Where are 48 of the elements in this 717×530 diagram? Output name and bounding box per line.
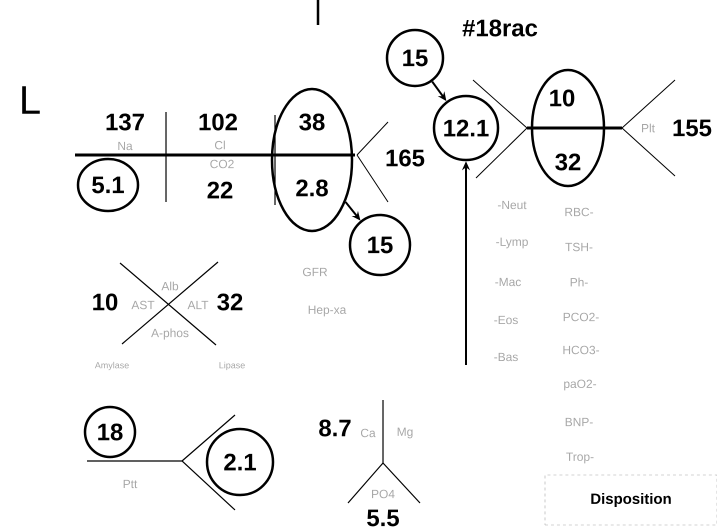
circled-value: 38 2.8 [270, 88, 354, 232]
lab-value: #18rac [462, 20, 538, 36]
lab-name: PCO2- [564, 312, 599, 322]
lab-value: 8.7 [319, 420, 351, 436]
lab-name: A-phos [151, 328, 188, 340]
lab-name: Trop- [566, 452, 594, 464]
lab-name: GFR [302, 268, 328, 276]
circled-value: 15 [348, 214, 412, 276]
lab-value: 32 [217, 294, 242, 310]
circled-value: 5.1 [76, 158, 140, 212]
circled-value: 15 [386, 28, 444, 88]
lab-value: 137 [106, 114, 144, 130]
circled-value: 10 32 [530, 68, 606, 188]
lab-name: -Mac [495, 278, 521, 286]
lab-name: Lipase [220, 362, 245, 370]
lab-name: BNP- [566, 418, 593, 426]
lab-value: 10 [93, 294, 118, 310]
lab-value: 102 [200, 114, 237, 130]
lab-name: -Lymp [496, 238, 528, 248]
lab-name: Amylase [94, 362, 129, 370]
lab-name: RBC- [565, 208, 594, 216]
lab-name: Hep-xa [308, 306, 346, 316]
lab-name: TSH- [565, 242, 592, 252]
lab-name: Mg [398, 428, 413, 438]
circled-value: 18 [84, 406, 136, 458]
lab-name: CO2 [210, 160, 234, 168]
lab-name: Ph- [570, 278, 588, 286]
circled-value: 2.1 [206, 428, 274, 496]
lab-value: 155 [674, 120, 712, 136]
lab-name: AST [131, 300, 154, 310]
lab-name: Ptt [124, 480, 138, 488]
lab-name: Ca [360, 428, 376, 438]
lab-name: -Eos [494, 316, 518, 324]
lab-name: PO4 [372, 490, 395, 498]
lab-name: Alb [161, 282, 178, 290]
lab-name: Cl [214, 140, 225, 150]
lab-name: ALT [188, 300, 208, 310]
lab-value: 165 [386, 150, 424, 166]
lab-name: Plt [642, 124, 655, 132]
section-letter: L [22, 86, 40, 114]
lab-name: paO2- [564, 380, 596, 390]
lab-name: -Bas [494, 352, 518, 362]
lab-value: 22 [208, 182, 232, 198]
lab-name: HCO3- [563, 346, 600, 354]
lab-name: -Neut [498, 200, 527, 210]
lab-value: 5.5 [367, 510, 399, 526]
circled-value: 12.1 [432, 94, 500, 162]
disposition-box: Disposition [544, 474, 717, 526]
